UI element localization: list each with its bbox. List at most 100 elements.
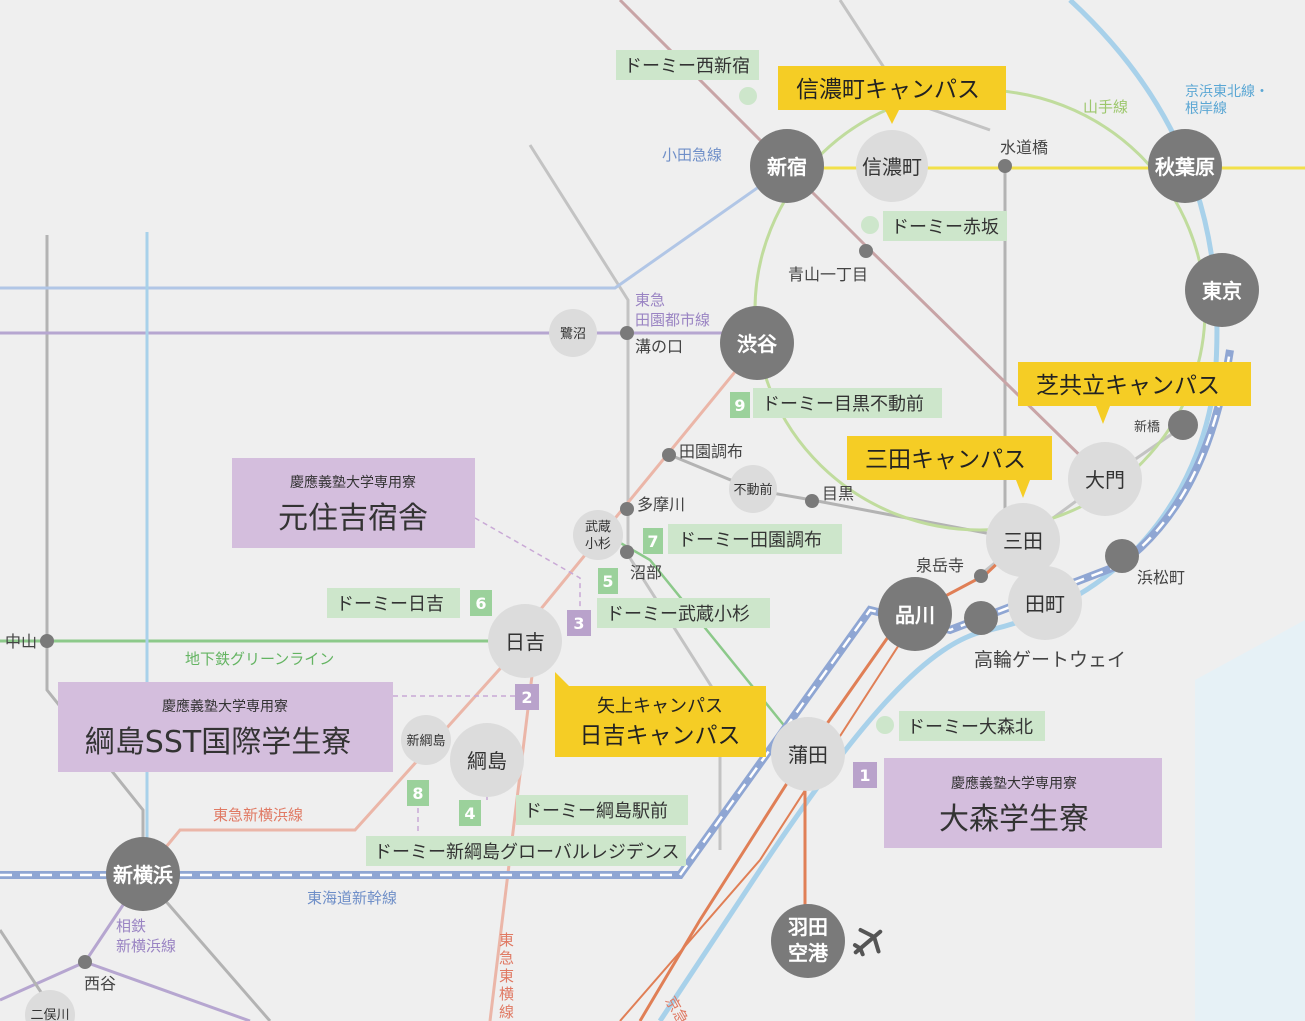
station-dot-tamagawa (620, 502, 634, 516)
label-line-toyoko-char2: 急 (499, 949, 514, 967)
label-denenchofu: 田園調布 (679, 442, 743, 461)
dorm-name-motosumiyoshi: 元住吉宿舎 (278, 501, 428, 536)
label-line-odakyu: 小田急線 (662, 146, 722, 164)
station-label-sagimuma: 鷺沼 (560, 326, 586, 342)
station-circle-haneda (771, 904, 845, 978)
campus-pointer-shinanomachi (885, 110, 899, 124)
label-numabe: 沼部 (630, 563, 662, 582)
station-label-tokyo: 東京 (1202, 279, 1242, 303)
station-circle-daimon (1068, 442, 1142, 516)
label-aoyama: 青山一丁目 (788, 265, 868, 284)
label-line-keihin-2: 根岸線 (1185, 101, 1227, 117)
airplane-icon (852, 927, 883, 957)
label-line-keihin-1: 京浜東北線・ (1185, 84, 1269, 100)
label-line-sotetsu-1: 相鉄 (116, 917, 146, 935)
campus-pointer-mita (1016, 480, 1030, 498)
station-circle-hiyoshi (488, 604, 562, 678)
dorm-box-tsunashima-sst (58, 682, 393, 772)
label-takanawa: 高輪ゲートウェイ (974, 649, 1126, 671)
dorm-box-motosumiyoshi (232, 458, 475, 548)
line-grey-asakusa (838, 0, 991, 132)
dormy-number-6: 6 (475, 594, 486, 613)
station-label-shinyokohama: 新横浜 (113, 863, 173, 887)
label-line-denentoshi-2: 田園都市線 (635, 311, 710, 329)
line-mita-diag (618, 0, 1107, 482)
label-meguro: 目黒 (822, 484, 854, 503)
dormy-num-9 (730, 392, 750, 418)
station-label-shinjuku: 新宿 (767, 155, 807, 179)
dormy-number-5: 5 (602, 572, 613, 591)
dorm-box-omori (884, 758, 1162, 848)
station-circle-tokyo (1185, 253, 1259, 327)
station-label-tsunashima: 綱島 (467, 749, 507, 773)
campus-label-shiba: 芝共立キャンパス (1036, 373, 1220, 399)
label-line-yamanote: 山手線 (1083, 98, 1128, 116)
station-circle-kamata (771, 717, 845, 791)
label-sengakuji: 泉岳寺 (916, 556, 964, 575)
station-dot-hamamatsucho (1105, 539, 1139, 573)
station-label-mita: 三田 (1003, 529, 1043, 553)
dormy-num-8 (407, 780, 429, 806)
campus-box-mita (847, 436, 1052, 480)
station-circle-sagimuma (549, 309, 597, 357)
dorm-num-2-box (515, 684, 539, 710)
station-circle-shinjuku (750, 129, 824, 203)
station-dot-denenchofu (662, 448, 676, 462)
station-circle-mita (986, 503, 1060, 577)
label-line-denentoshi-1: 東急 (635, 291, 665, 309)
station-circle-shibuya (720, 306, 794, 380)
dorm-number-1: 1 (859, 766, 870, 785)
dormy-num-7 (643, 528, 663, 554)
dormy-label-akasaka: ドーミー赤坂 (891, 217, 999, 238)
station-dot-numabe (620, 545, 634, 559)
campus-pointer-hiyoshi (555, 672, 569, 696)
dorm-sub-omori: 慶應義塾大学専用寮 (951, 775, 1077, 792)
station-label-kamata: 蒲田 (788, 743, 828, 767)
dormy-labels: ドーミー西新宿 ドーミー赤坂 9 ドーミー目黒不動前 7 ドーミー田園調布 5 … (327, 50, 1045, 866)
line-grey-west1 (45, 235, 145, 875)
station-circle-shinagawa (878, 577, 952, 651)
dormy-box-tsunashima (516, 795, 688, 825)
station-circle-akihabara (1148, 129, 1222, 203)
dormy-label-tsunashima: ドーミー綱島駅前 (524, 801, 668, 822)
dorm-name-tsunashima-sst: 綱島SST国際学生寮 (85, 725, 351, 760)
station-circle-shintsunashima (401, 715, 451, 765)
dormy-label-hiyoshi: ドーミー日吉 (336, 594, 444, 615)
dorm-number-3: 3 (573, 614, 584, 633)
station-label-haneda-2: 空港 (788, 941, 829, 965)
label-line-toyoko-char5: 線 (499, 1003, 514, 1021)
label-hamamatsucho: 浜松町 (1137, 568, 1185, 587)
campus-label-mita: 三田キャンパス (865, 447, 1026, 473)
campus-label-shinanomachi: 信濃町キャンパス (796, 77, 980, 103)
station-dot-takanawa (964, 601, 998, 635)
line-keikyu2 (619, 619, 916, 1021)
label-line-toyoko-char1: 東 (499, 931, 514, 949)
station-circle-musashikosugi (573, 510, 623, 560)
bay-water (1195, 620, 1305, 1021)
line-keikyu (638, 538, 1024, 1021)
dormy-number-4: 4 (464, 804, 475, 823)
station-label-haneda-1: 羽田 (788, 915, 828, 939)
line-odakyu (0, 163, 791, 290)
dormy-num-6 (470, 590, 492, 616)
dormy-box-denenchofu (668, 524, 842, 554)
campus-pointer-shiba (1096, 406, 1110, 424)
dorm-sub-tsunashima-sst: 慶應義塾大学専用寮 (162, 698, 288, 715)
label-tamagawa: 多摩川 (637, 495, 685, 514)
dormy-number-9: 9 (734, 396, 745, 415)
dormy-box-akasaka (883, 211, 1007, 241)
dorm-sub-motosumiyoshi: 慶應義塾大学専用寮 (290, 474, 416, 491)
station-label-daimon: 大門 (1085, 468, 1125, 492)
dorm-number-2: 2 (521, 688, 532, 707)
dormy-dot-omorikita (876, 716, 894, 734)
campus-box-shinanomachi (778, 66, 1006, 110)
label-line-tokaido: 東海道新幹線 (307, 889, 397, 907)
station-dot-shinbashi (1168, 410, 1198, 440)
station-label-futamatagawa: 二俣川 (30, 1008, 69, 1021)
dormy-num-4 (459, 800, 481, 826)
station-label-shintsunashima: 新綱島 (406, 733, 445, 749)
dormy-box-hiyoshi (327, 588, 460, 618)
station-label-shibuya: 渋谷 (737, 332, 778, 356)
dormy-label-meguro: ドーミー目黒不動前 (762, 394, 924, 415)
